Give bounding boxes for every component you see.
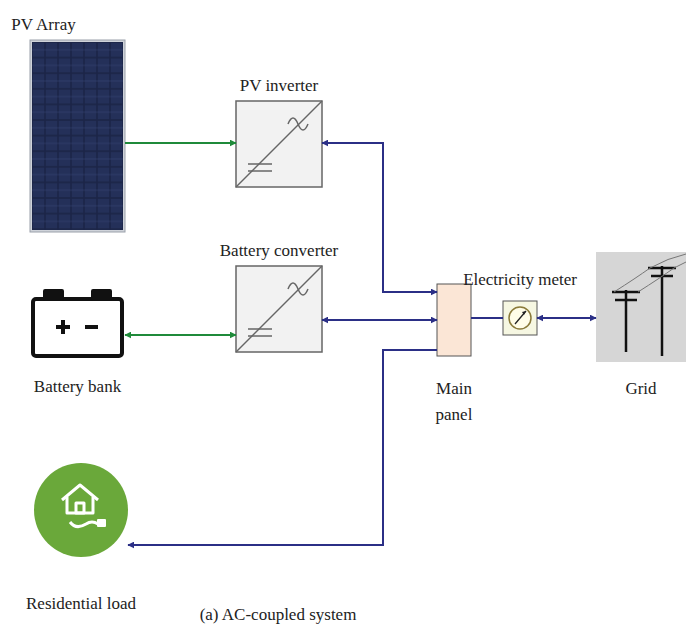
power-flow-connector [125, 334, 236, 336]
node-label: PV Array [11, 14, 75, 36]
power-flow-connector [471, 317, 503, 319]
converter-symbol [236, 266, 322, 352]
power-flow-connector [128, 350, 437, 545]
node-label: Main panel [423, 376, 485, 428]
node-label: Residential load [26, 593, 136, 615]
inverter-symbol [236, 101, 322, 187]
node-label: PV inverter [240, 75, 319, 97]
figure-caption: (a) AC-coupled system [128, 604, 428, 626]
diagram-node: Main panel [437, 284, 471, 356]
power-flow-connector [125, 142, 236, 144]
diagram-node: Battery bank [30, 290, 125, 358]
power-flow-connector [537, 317, 596, 319]
node-label: Battery bank [34, 376, 121, 398]
node-label: Electricity meter [463, 269, 577, 291]
diagram-node: PV Array [30, 40, 125, 232]
meter-icon [503, 301, 537, 335]
panel-box [437, 284, 471, 356]
node-label: Battery converter [220, 240, 338, 262]
diagram-node: Battery converter [236, 266, 322, 352]
diagram-node: Grid [596, 252, 686, 362]
pv-panel [30, 40, 125, 232]
power-flow-connector [322, 319, 437, 321]
power-flow-connector [322, 143, 437, 292]
grid-poles [596, 252, 686, 362]
diagram-node: Electricity meter [503, 301, 537, 335]
node-label: Grid [625, 378, 656, 400]
diagram-node: Residential load [34, 463, 128, 557]
load-icon [34, 463, 128, 557]
battery-icon [33, 291, 122, 356]
diagram-node: PV inverter [236, 101, 322, 187]
